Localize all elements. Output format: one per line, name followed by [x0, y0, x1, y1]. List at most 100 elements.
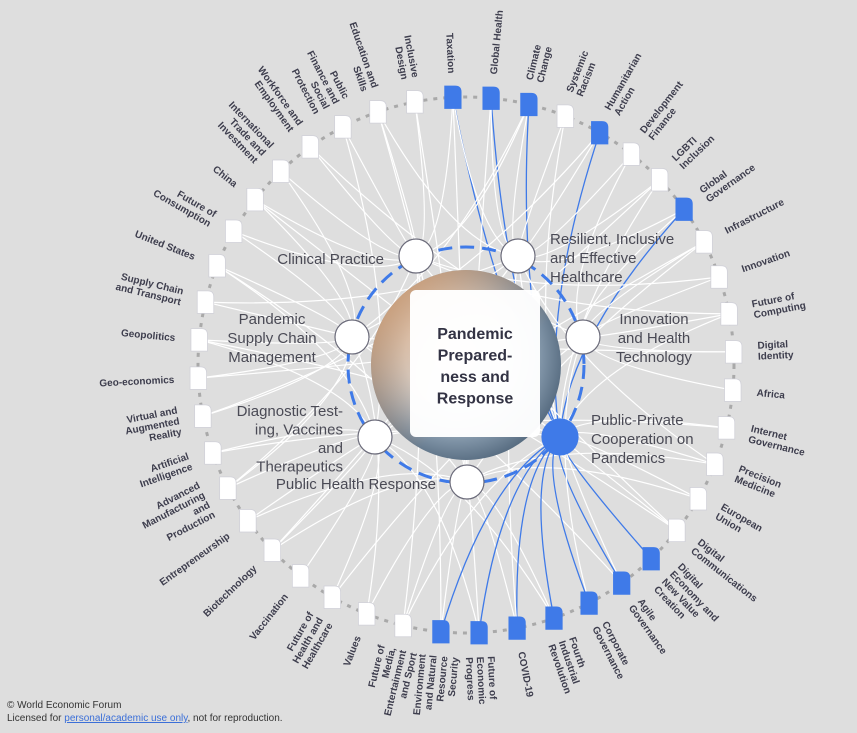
related-topic-marker[interactable] [196, 290, 215, 314]
related-topic-node[interactable]: COVID-19 [508, 616, 535, 699]
related-topic-marker[interactable] [219, 476, 237, 500]
related-topic-label[interactable]: HumanitarianAction [603, 52, 654, 118]
related-topic-marker-highlighted[interactable] [545, 606, 563, 630]
related-topic-node[interactable]: Virtual andAugmentedReality [122, 404, 212, 448]
related-topic-marker-highlighted[interactable] [482, 86, 500, 110]
related-topic-label[interactable]: Africa [756, 388, 786, 402]
related-topic-label[interactable]: China [210, 164, 239, 190]
related-topic-marker[interactable] [239, 509, 257, 533]
related-topic-marker-highlighted[interactable] [432, 620, 450, 644]
key-issue-circle[interactable] [565, 319, 601, 355]
related-topic-label[interactable]: Taxation [443, 33, 456, 74]
related-topic-label[interactable]: SystemicRacism [565, 49, 602, 98]
related-topic-label[interactable]: Virtual andAugmentedReality [122, 405, 183, 448]
related-topic-node[interactable]: ArtificialIntelligence [135, 441, 222, 491]
related-topic-marker[interactable] [358, 602, 376, 626]
related-topic-label[interactable]: ClimateChange [525, 43, 555, 84]
related-topic-label[interactable]: Innovation [740, 248, 791, 275]
related-topic-node[interactable]: FourthIndustrialRevolution [545, 606, 593, 696]
related-topic-label[interactable]: InternationalTrade andInvestment [210, 100, 276, 167]
related-topic-marker[interactable] [706, 452, 724, 476]
related-topic-node[interactable]: Values [342, 602, 376, 668]
related-topic-marker-highlighted[interactable] [520, 92, 538, 117]
related-topic-label[interactable]: Supply Chainand Transport [114, 271, 185, 309]
related-topic-marker-highlighted[interactable] [470, 621, 488, 645]
related-topic-marker-highlighted[interactable] [508, 616, 526, 640]
related-topic-node[interactable]: Future ofMedia,Entertainmentand Sport [361, 613, 420, 719]
related-topic-node[interactable]: CorporateGovernance [580, 591, 636, 682]
related-topic-label[interactable]: InternetGovernance [747, 424, 809, 459]
related-topic-node[interactable]: PrecisionMedicine [706, 452, 783, 501]
key-issue-label[interactable]: Public Health Response [276, 476, 436, 493]
related-topic-marker-highlighted[interactable] [675, 197, 693, 221]
related-topic-label[interactable]: ArtificialIntelligence [135, 451, 195, 490]
related-topic-marker[interactable] [651, 168, 669, 192]
related-topic-marker-highlighted[interactable] [580, 591, 598, 615]
related-topic-marker[interactable] [323, 585, 341, 609]
related-topic-marker[interactable] [204, 441, 222, 465]
related-topic-label[interactable]: Environmentand NaturalResourceSecurity [412, 653, 462, 719]
related-topic-marker[interactable] [668, 518, 686, 543]
key-issue-label[interactable]: Clinical Practice [277, 251, 384, 268]
key-issue-circle[interactable] [398, 238, 434, 274]
related-topic-node[interactable]: Taxation [443, 33, 462, 109]
related-topic-node[interactable]: Global Health [482, 10, 506, 110]
related-topic-node[interactable]: DigitalEconomy andNew ValueCreation [642, 547, 728, 639]
related-topic-node[interactable]: Education andSkills [336, 21, 387, 124]
related-topic-node[interactable]: Future ofConsumption [151, 179, 243, 243]
related-topic-node[interactable]: SystemicRacism [556, 49, 602, 128]
related-topic-label[interactable]: PublicFinance andSocialProtection [285, 44, 351, 116]
related-topic-node[interactable]: ClimateChange [520, 43, 555, 117]
related-topic-node[interactable]: Innovation [710, 248, 792, 289]
related-topic-marker[interactable] [406, 90, 424, 114]
related-topic-marker[interactable] [717, 416, 736, 440]
license-link[interactable]: personal/academic use only [64, 713, 188, 724]
related-topic-marker[interactable] [189, 366, 207, 390]
related-topic-marker[interactable] [190, 328, 208, 352]
key-issue-circle[interactable] [541, 418, 579, 456]
related-topic-marker[interactable] [695, 230, 713, 254]
related-topic-label[interactable]: Future ofEconomicProgress [463, 656, 498, 706]
related-topic-marker[interactable] [208, 254, 226, 278]
related-topic-marker-highlighted[interactable] [444, 85, 462, 109]
related-topic-node[interactable]: Geopolitics [120, 328, 208, 352]
related-topic-label[interactable]: CorporateGovernance [589, 620, 635, 682]
related-topic-marker[interactable] [710, 265, 728, 289]
related-topic-marker[interactable] [724, 378, 742, 402]
related-topic-label[interactable]: InclusiveDesign [390, 34, 420, 81]
related-topic-label[interactable]: Biotechnology [202, 563, 260, 619]
related-topic-node[interactable]: DigitalIdentity [725, 339, 794, 364]
key-issue-circle[interactable] [334, 319, 370, 355]
related-topic-label[interactable]: Values [342, 634, 364, 668]
related-topic-node[interactable]: Future ofComputing [720, 290, 807, 326]
related-topic-node[interactable]: China [210, 164, 264, 212]
related-topic-label[interactable]: FourthIndustrialRevolution [545, 636, 593, 696]
related-topic-label[interactable]: Future ofMedia,Entertainmentand Sport [361, 643, 420, 719]
related-topic-marker[interactable] [246, 187, 264, 212]
related-topic-marker[interactable] [334, 115, 352, 139]
related-topic-label[interactable]: United States [133, 229, 197, 263]
related-topic-label[interactable]: EuropeanUnion [713, 502, 764, 544]
related-topic-node[interactable]: United States [133, 229, 226, 278]
related-topic-marker[interactable] [263, 538, 281, 562]
related-topic-node[interactable]: EuropeanUnion [689, 487, 764, 544]
related-topic-label[interactable]: Infrastructure [723, 197, 786, 237]
related-topic-label[interactable]: COVID-19 [515, 651, 535, 699]
related-topic-label[interactable]: Future ofComputing [751, 290, 807, 322]
key-issue-circle[interactable] [500, 238, 536, 274]
related-topic-label[interactable]: DevelopmentFinance [638, 79, 694, 143]
related-topic-marker-highlighted[interactable] [613, 571, 631, 595]
related-topic-marker[interactable] [725, 340, 743, 364]
related-topic-label[interactable]: LGBTIInclusion [670, 126, 717, 172]
related-topic-label[interactable]: Global Health [489, 10, 506, 75]
key-issue-node[interactable]: Clinical Practice [277, 238, 434, 274]
